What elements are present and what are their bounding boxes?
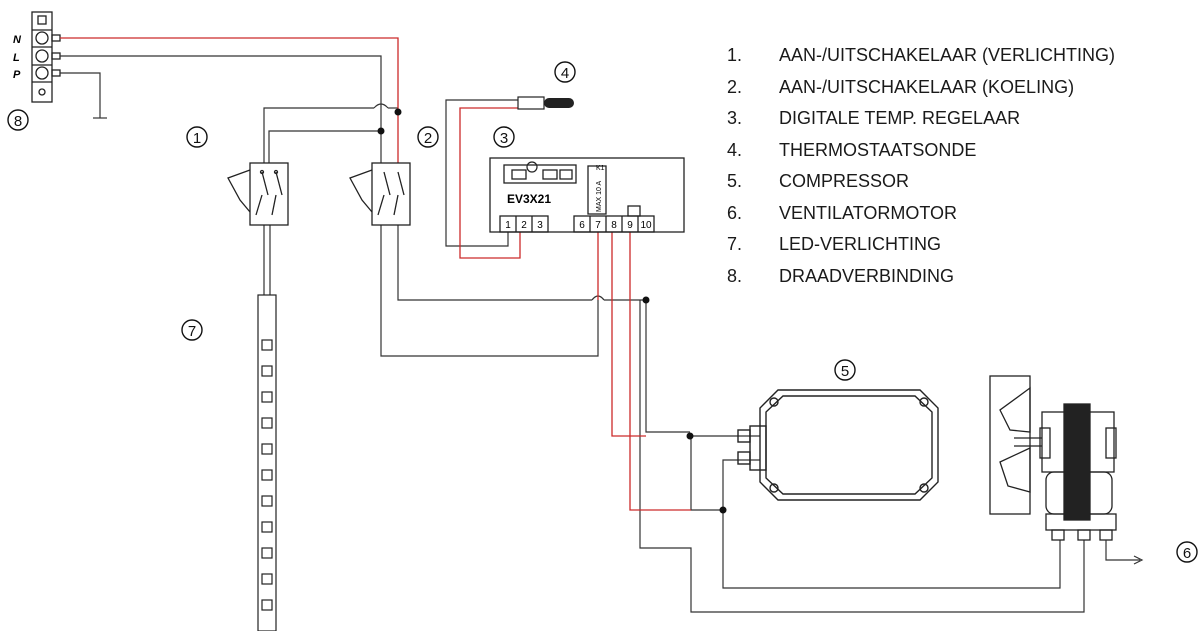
terminal-number: 3: [537, 220, 543, 231]
callout-2: 2: [424, 130, 432, 147]
callout-7: 7: [188, 323, 196, 340]
legend-item: 6. VENTILATORMOTOR: [727, 198, 1115, 230]
legend-item: 8. DRAADVERBINDING: [727, 261, 1115, 293]
legend-text: VENTILATORMOTOR: [779, 202, 958, 223]
legend-number: 3.: [727, 108, 743, 128]
callout-1: 1: [193, 130, 201, 147]
legend-number: 2.: [727, 76, 743, 97]
callout-numbers: 1 2 3 4 5 6 7 8: [14, 65, 1191, 562]
controller-logo: [526, 161, 538, 173]
legend-number: 6.: [727, 202, 743, 223]
temperature-controller: [489, 157, 685, 233]
legend-number: 5.: [727, 171, 743, 191]
controller-relay-label: MAX 10 A: [596, 181, 603, 212]
legend-text: DIGITALE TEMP. REGELAAR: [779, 108, 1021, 128]
switch-cooling: [349, 162, 411, 226]
fan-ground-lead: [1105, 540, 1144, 565]
legend-item: 1. AAN-/UITSCHAKELAAR (VERLICHTING): [727, 40, 1115, 72]
terminal-number: 9: [627, 220, 633, 231]
controller-terminal-numbers: 1 2 3 6 7 8 9 10: [505, 220, 652, 231]
legend-number: 1.: [727, 45, 743, 65]
legend-text: THERMOSTAATSONDE: [779, 139, 977, 160]
terminal-label-l: L: [13, 52, 20, 64]
terminal-number: 1: [505, 220, 511, 231]
legend-text: DRAADVERBINDING: [779, 265, 955, 286]
legend-text: AAN-/UITSCHAKELAAR (KOELING): [779, 76, 1075, 97]
callout-8: 8: [14, 113, 22, 130]
terminal-number: 2: [521, 220, 527, 231]
wires-black: [60, 55, 1085, 613]
terminal-number: 7: [595, 220, 601, 231]
compressor: [737, 389, 939, 501]
legend-text: LED-VERLICHTING: [779, 234, 942, 254]
legend-number: 7.: [727, 234, 743, 254]
switch-lighting: [227, 162, 289, 226]
callout-4: 4: [561, 65, 569, 82]
terminal-label-n: N: [13, 34, 22, 46]
fan-motor: [989, 375, 1117, 541]
callout-6: 6: [1183, 545, 1191, 562]
legend: 1. AAN-/UITSCHAKELAAR (VERLICHTING) 2. AAN…: [727, 40, 1115, 292]
legend-item: 7. LED-VERLICHTING: [727, 229, 1115, 261]
callout-3: 3: [500, 130, 508, 147]
callout-5: 5: [841, 363, 849, 380]
legend-text: COMPRESSOR: [779, 171, 910, 191]
legend-item: 4. THERMOSTAATSONDE: [727, 135, 1115, 167]
legend-text: AAN-/UITSCHAKELAAR (VERLICHTING): [779, 45, 1116, 65]
callout-circles: [7, 61, 1198, 563]
junction-dots: [377, 108, 727, 514]
legend-item: 2. AAN-/UITSCHAKELAAR (KOELING): [727, 72, 1115, 104]
legend-number: 8.: [727, 265, 743, 286]
ground-symbol: [60, 72, 107, 119]
terminal-number: 10: [640, 220, 652, 231]
thermostat-probe: [517, 96, 574, 110]
terminal-label-p: P: [13, 69, 21, 81]
terminal-block: [31, 11, 61, 103]
led-strip: [257, 294, 277, 631]
controller-relay-marker: K1: [596, 165, 605, 172]
wires-red: [60, 37, 691, 511]
legend-item: 3. DIGITALE TEMP. REGELAAR: [727, 103, 1115, 135]
controller-model: EV3X21: [507, 192, 551, 206]
legend-number: 4.: [727, 139, 743, 160]
legend-item: 5. COMPRESSOR: [727, 166, 1115, 198]
terminal-number: 6: [579, 220, 585, 231]
terminal-number: 8: [611, 220, 617, 231]
